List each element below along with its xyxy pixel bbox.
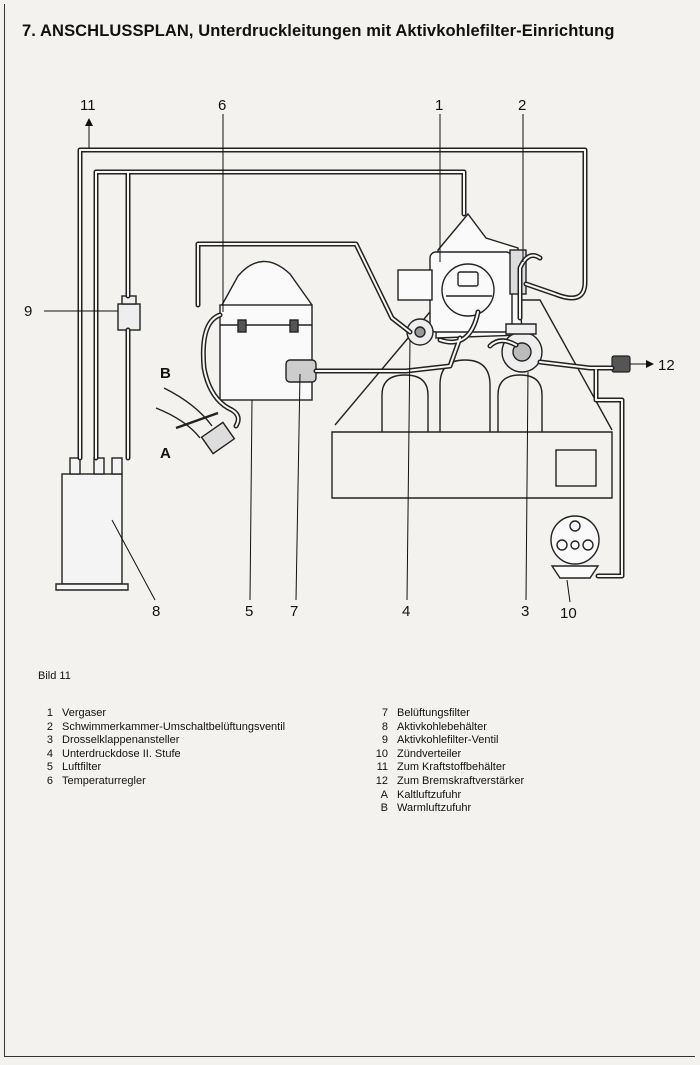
label-7: 7 — [290, 603, 298, 620]
legend-item: B Warmluftzufuhr — [368, 802, 524, 816]
label-12: 12 — [658, 357, 675, 374]
legend-text: Kaltluftzufuhr — [397, 788, 462, 801]
legend-item: 5 Luftfilter — [33, 761, 285, 775]
legend-key: 8 — [381, 720, 388, 733]
label-6: 6 — [218, 97, 226, 114]
legend-text: Zündverteiler — [397, 747, 462, 760]
label-5: 5 — [245, 603, 253, 620]
legend-key: 1 — [46, 707, 53, 719]
label-a: A — [160, 445, 171, 462]
distributor — [550, 515, 600, 579]
legend-text: Vergaser — [62, 707, 107, 719]
legend-key: 5 — [46, 761, 53, 774]
legend-key: A — [380, 788, 388, 801]
charcoal-canister — [55, 457, 129, 591]
legend-item: 3 Drosselklappenansteller — [33, 734, 285, 748]
charcoal-filter-valve — [117, 295, 141, 331]
label-1: 1 — [435, 97, 443, 114]
legend-text: Aktivkohlefilter-Ventil — [397, 734, 499, 747]
throttle-positioner — [501, 323, 543, 373]
legend-text: Belüftungsfilter — [397, 707, 470, 719]
legend-item: 2 Schwimmerkammer-Umschaltbelüftungsventi… — [33, 721, 285, 735]
legend-key: 6 — [46, 774, 53, 787]
diagram-labels: 11 6 1 2 9 12 B A 8 5 7 4 3 10 — [24, 97, 675, 622]
legend-item: 4 Unterdruckdose II. Stufe — [33, 748, 285, 762]
legend-item: 8 Aktivkohlebehälter — [368, 721, 524, 735]
legend-text: Temperaturregler — [62, 774, 146, 787]
legend-item: 11 Zum Kraftstoffbehälter — [368, 761, 524, 775]
legend-item: A Kaltluftzufuhr — [368, 789, 524, 803]
label-3: 3 — [521, 603, 529, 620]
legend-key: 10 — [375, 747, 388, 760]
legend-item: 10 Zündverteiler — [368, 748, 524, 762]
label-11: 11 — [80, 97, 96, 114]
legend-text: Zum Bremskraftverstärker — [397, 774, 525, 787]
brake-booster-connector — [611, 355, 631, 373]
legend-item: 1 Vergaser — [33, 707, 285, 721]
label-2: 2 — [518, 97, 526, 114]
legend-key: 9 — [381, 734, 388, 747]
legend-item: 9 Aktivkohlefilter-Ventil — [368, 734, 524, 748]
label-8: 8 — [152, 603, 160, 620]
legend-left: 1 Vergaser 2 Schwimmerkammer-Umschaltbelüf… — [33, 707, 285, 789]
legend-text: Unterdruckdose II. Stufe — [62, 747, 181, 760]
legend-text: Warmluftzufuhr — [397, 802, 472, 815]
page-title: 7. ANSCHLUSSPLAN, Unterdruckleitungen mi… — [22, 22, 615, 40]
legend-key: 12 — [375, 774, 388, 787]
legend-item: 6 Temperaturregler — [33, 775, 285, 789]
legend-text: Schwimmerkammer-Umschaltbelüftungsventil — [62, 720, 286, 733]
air-filter — [155, 260, 317, 455]
vacuum-lines — [77, 147, 625, 579]
legend-key: B — [380, 802, 388, 815]
vacuum-line-diagram: 11 6 1 2 9 12 B A 8 5 7 4 3 10 — [24, 97, 675, 622]
label-4: 4 — [402, 603, 410, 620]
legend-text: Aktivkohlebehälter — [397, 720, 487, 733]
legend-key: 7 — [381, 707, 388, 719]
leader-lines — [44, 114, 654, 603]
legend-key: 4 — [46, 747, 53, 760]
legend-key: 11 — [376, 761, 388, 774]
label-b: B — [160, 365, 171, 382]
legend-text: Drosselklappenansteller — [62, 734, 180, 747]
legend-key: 2 — [46, 720, 53, 733]
legend-text: Zum Kraftstoffbehälter — [397, 761, 506, 774]
page-frame — [4, 4, 695, 1057]
legend-text: Luftfilter — [62, 761, 102, 774]
label-9: 9 — [24, 303, 32, 320]
figure-caption: Bild 11 — [38, 670, 71, 682]
legend-item: 12 Zum Bremskraftverstärker — [368, 775, 524, 789]
legend-key: 3 — [46, 734, 53, 747]
label-10: 10 — [560, 605, 577, 622]
legend-item: 7 Belüftungsfilter — [368, 707, 524, 721]
